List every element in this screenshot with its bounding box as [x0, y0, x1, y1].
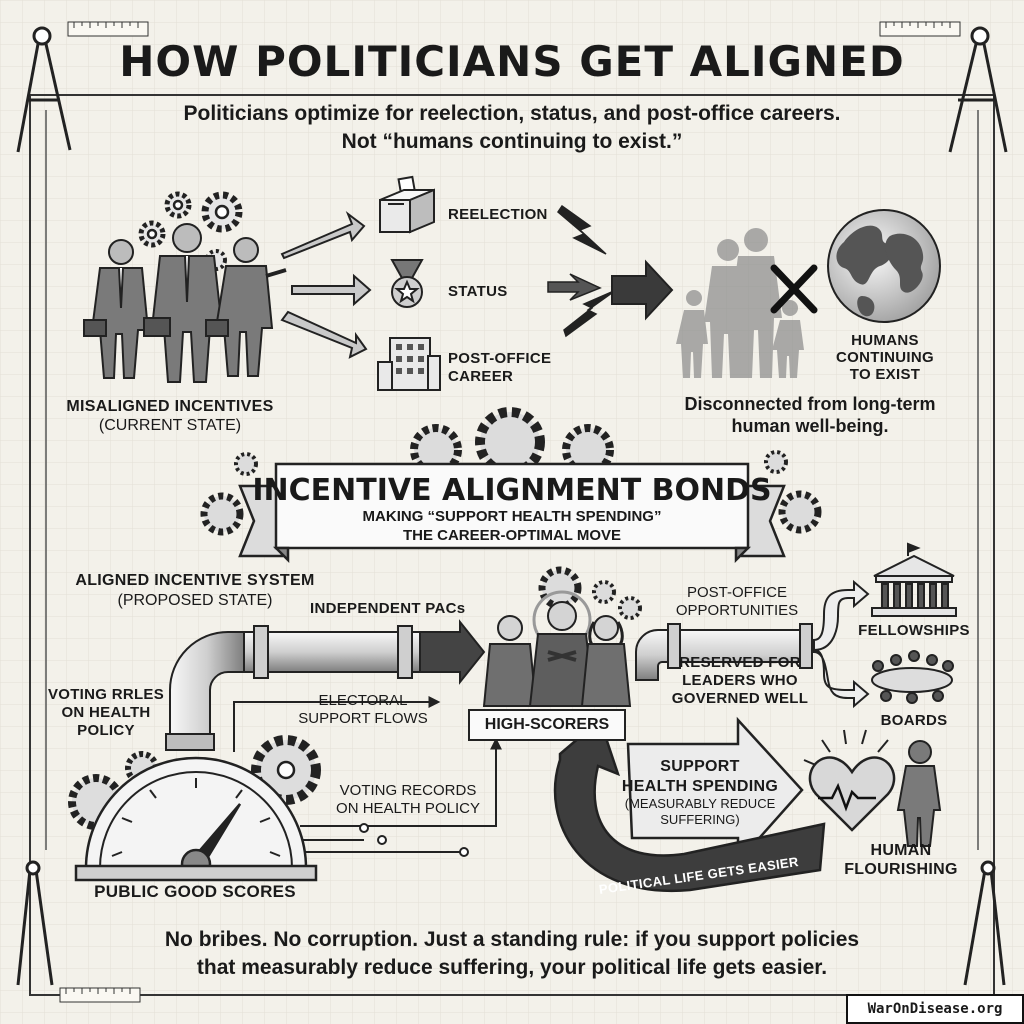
- support-label-2: HEALTH SPENDING: [621, 778, 779, 795]
- support-label-1: SUPPORT: [660, 758, 740, 775]
- ruler-top-left-icon: [67, 21, 149, 37]
- disconnected-caption-2: human well-being.: [731, 416, 889, 436]
- reserved-label-3: GOVERNED WELL: [671, 690, 809, 707]
- x-mark-icon: [770, 264, 818, 314]
- gears-top-left-icon: [138, 191, 243, 271]
- person-icon: [896, 740, 942, 847]
- independent-pacs-label: INDEPENDENT PACs: [310, 600, 466, 617]
- post-office-career-label-1: POST-OFFICE: [448, 350, 552, 367]
- aligned-system-label: ALIGNED INCENTIVE SYSTEM: [75, 572, 315, 589]
- fellowships-label: FELLOWSHIPS: [858, 622, 970, 639]
- watermark-link[interactable]: WarOnDisease.org: [846, 994, 1024, 1024]
- ruler-bottom-left-icon: [59, 987, 141, 1003]
- compass-bottom-left-icon: [16, 860, 54, 986]
- post-office-career-label-2: CAREER: [448, 368, 514, 385]
- electoral-label-1: ELECTORAL: [318, 692, 408, 709]
- medal-icon: [390, 259, 424, 308]
- boardroom-icon: [871, 650, 954, 704]
- ballot-box-icon: [379, 175, 435, 234]
- reserved-label-1: RESERVED FOR: [679, 654, 801, 671]
- heart-icon: [808, 756, 896, 832]
- politicians-group-icon: [83, 223, 287, 383]
- compass-top-right-icon: [948, 26, 1008, 153]
- support-arrow: [626, 716, 804, 866]
- humans-label-2: CONTINUING: [836, 349, 934, 366]
- footer-line-2: that measurably reduce suffering, your p…: [196, 956, 828, 979]
- reelection-label: REELECTION: [448, 206, 548, 223]
- big-arrow-icon: [611, 259, 674, 321]
- incentive-arrows: [280, 211, 372, 359]
- post-office-opportunities-2: OPPORTUNITIES: [675, 602, 799, 619]
- disconnect-zigzags: [547, 204, 617, 338]
- high-scorers-figures-icon: [482, 590, 632, 707]
- page-title: HOW POLITICIANS GET ALIGNED: [119, 37, 905, 86]
- political-life-arrow: [553, 717, 826, 893]
- globe-icon: [827, 209, 941, 323]
- public-good-scores-label: PUBLIC GOOD SCORES: [94, 882, 296, 901]
- banner-subtitle-1: MAKING “SUPPORT HEALTH SPENDING”: [362, 508, 662, 525]
- reserved-label-2: LEADERS WHO: [682, 672, 798, 689]
- ruler-top-right-icon: [879, 21, 961, 37]
- high-scorers-gears-icon: [538, 566, 642, 620]
- current-state-label: (CURRENT STATE): [98, 417, 242, 434]
- humans-label-1: HUMANS: [851, 332, 919, 349]
- status-label: STATUS: [448, 283, 508, 300]
- office-building-icon: [377, 337, 441, 391]
- banner-ribbon: [238, 462, 786, 564]
- flourishing-label-2: FLOURISHING: [844, 861, 958, 878]
- banner-subtitle-2: THE CAREER-OPTIMAL MOVE: [402, 527, 622, 544]
- electoral-arrow: [233, 696, 441, 752]
- voting-records-connector: [300, 737, 502, 857]
- banner-gears-icon: [200, 407, 822, 536]
- institution-icon: [871, 542, 957, 617]
- public-good-gauge-icon: [68, 735, 321, 882]
- compass-top-left-icon: [16, 26, 72, 153]
- disconnected-caption-1: Disconnected from long-term: [684, 394, 936, 414]
- flourishing-label-1: HUMAN: [870, 842, 932, 859]
- voting-rules-label-2: ON HEALTH: [61, 704, 151, 721]
- high-scorers-badge: HIGH-SCORERS: [468, 709, 626, 741]
- electoral-label-2: SUPPORT FLOWS: [298, 710, 428, 727]
- proposed-state-label: (PROPOSED STATE): [117, 592, 273, 609]
- voting-records-label-2: ON HEALTH POLICY: [336, 800, 480, 817]
- boards-label: BOARDS: [880, 712, 948, 729]
- subtitle-line-2: Not “humans continuing to exist.”: [341, 130, 683, 153]
- misaligned-label: MISALIGNED INCENTIVES: [66, 398, 274, 415]
- family-silhouette-icon: [676, 228, 804, 378]
- support-label-4: SUFFERING): [660, 812, 740, 827]
- right-pipe: [635, 623, 813, 681]
- banner-title: INCENTIVE ALIGNMENT BONDS: [252, 473, 772, 508]
- voting-rules-label-3: POLICY: [77, 722, 135, 739]
- compass-bottom-right-icon: [963, 860, 1006, 986]
- branch-arrows: [813, 579, 870, 709]
- post-office-opportunities-1: POST-OFFICE: [686, 584, 787, 601]
- voting-records-label-1: VOTING RECORDS: [339, 782, 477, 799]
- voting-rules-label-1: VOTING RRLES: [47, 686, 165, 703]
- support-label-3: (MEASURABLY REDUCE: [624, 796, 776, 811]
- subtitle-line-1: Politicians optimize for reelection, sta…: [183, 102, 841, 125]
- pipe-system: [165, 619, 486, 751]
- humans-label-3: TO EXIST: [849, 366, 921, 383]
- footer-line-1: No bribes. No corruption. Just a standin…: [164, 928, 860, 951]
